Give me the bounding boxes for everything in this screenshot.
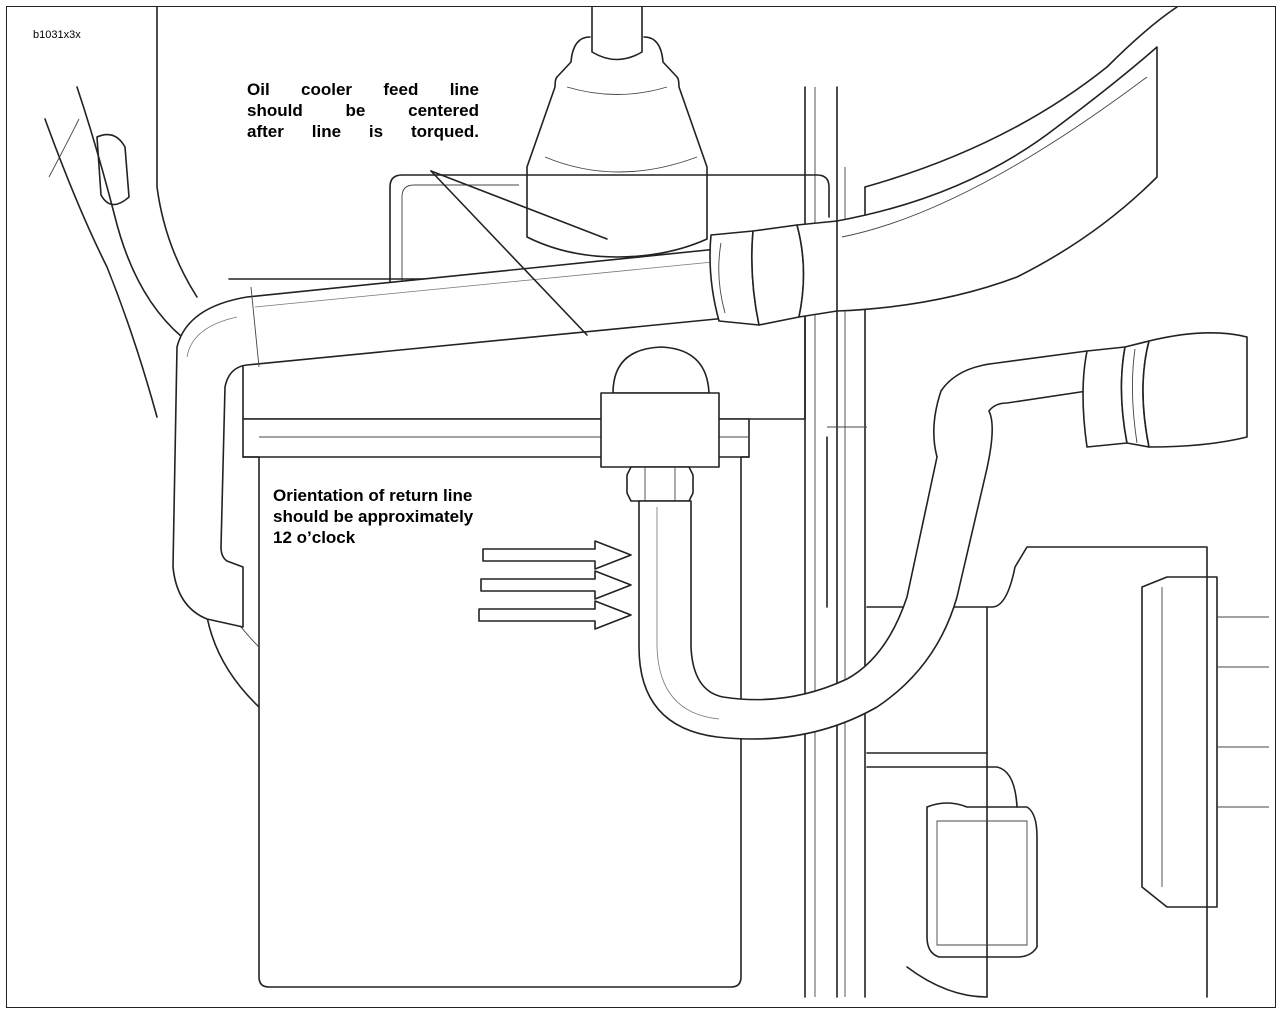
orientation-arrows bbox=[478, 540, 632, 630]
arrow-right-icon bbox=[480, 570, 632, 600]
figure-id-label: b1031x3x bbox=[33, 29, 81, 41]
arrow-right-icon bbox=[482, 540, 632, 570]
return-line-fitting bbox=[600, 346, 720, 502]
diagram-frame: b1031x3x Oil cooler feed line should be … bbox=[6, 6, 1276, 1008]
left-bracket-arm bbox=[44, 7, 198, 418]
rear-mounting-plate bbox=[389, 174, 830, 308]
feed-callout-leader-lines bbox=[430, 170, 608, 336]
filter-top-cap bbox=[526, 7, 708, 258]
oil-cooler-line-illustration bbox=[44, 7, 1269, 998]
oil-cooler-assembly bbox=[826, 426, 1269, 998]
oil-cooler-feed-line bbox=[172, 7, 1178, 628]
return-line-callout: Orientation of return line should be app… bbox=[273, 486, 474, 547]
arrow-right-icon bbox=[478, 600, 632, 630]
oil-return-line bbox=[638, 332, 1248, 740]
feed-line-callout: Oil cooler feed line should be centered … bbox=[247, 80, 479, 141]
